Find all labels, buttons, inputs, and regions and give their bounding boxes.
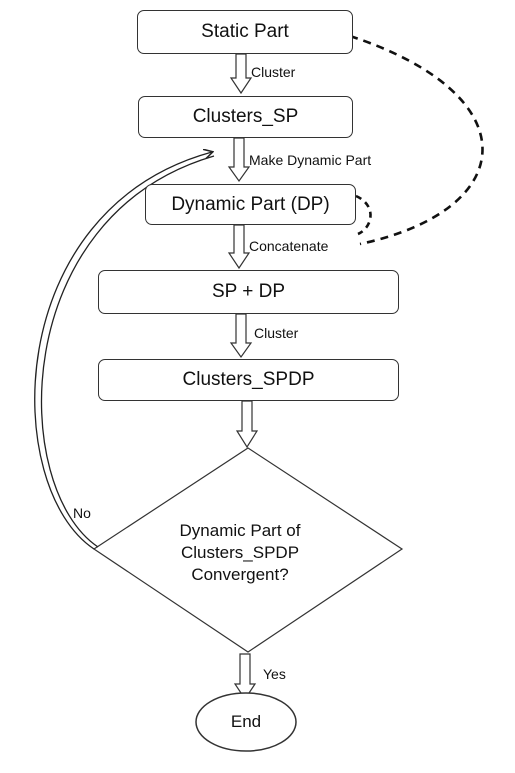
decision-line-3: Convergent? — [191, 565, 289, 584]
decision-line-1: Dynamic Part of — [179, 521, 301, 540]
edge-label-cluster-2: Cluster — [254, 325, 299, 341]
clusters-spdp-box: Clusters_SPDP — [98, 359, 399, 401]
static-part-label: Static Part — [201, 21, 289, 42]
edge-label-yes: Yes — [263, 666, 286, 682]
edge-label-make-dynamic-part: Make Dynamic Part — [249, 152, 372, 168]
clusters-sp-label: Clusters_SP — [192, 106, 299, 127]
clusters-sp-box: Clusters_SP — [138, 96, 353, 138]
static-part-box: Static Part — [137, 10, 353, 54]
static-part-dashed-link — [349, 34, 484, 246]
arrow-static-to-clusters-sp — [229, 53, 253, 95]
arrow-decision-to-end — [233, 653, 257, 701]
decision-diamond — [92, 447, 404, 653]
end-label: End — [230, 712, 262, 731]
end-terminator — [195, 692, 297, 752]
edge-label-cluster-1: Cluster — [251, 64, 296, 80]
arrow-clusters-sp-to-dynamic-part — [227, 137, 251, 183]
decision-line-2: Clusters_SPDP — [180, 543, 300, 562]
arrow-clusters-spdp-to-decision — [235, 400, 259, 449]
dynamic-part-dashed-link — [355, 194, 372, 236]
clusters-spdp-label: Clusters_SPDP — [182, 369, 315, 390]
no-loop-arrow-inner — [40, 155, 215, 548]
decision-question: Dynamic Part of Clusters_SPDP Convergent… — [130, 520, 350, 586]
sp-plus-dp-label: SP + DP — [211, 281, 286, 302]
dynamic-part-label: Dynamic Part (DP) — [171, 193, 330, 215]
dynamic-part-box: Dynamic Part (DP) — [145, 184, 356, 225]
arrow-sp-dp-to-clusters-spdp — [229, 313, 253, 359]
no-loop-arrow — [34, 152, 212, 550]
sp-plus-dp-box: SP + DP — [98, 270, 399, 314]
arrow-dynamic-part-to-sp-dp — [227, 224, 251, 270]
edge-label-no: No — [73, 505, 91, 521]
edge-label-concatenate: Concatenate — [249, 238, 329, 254]
